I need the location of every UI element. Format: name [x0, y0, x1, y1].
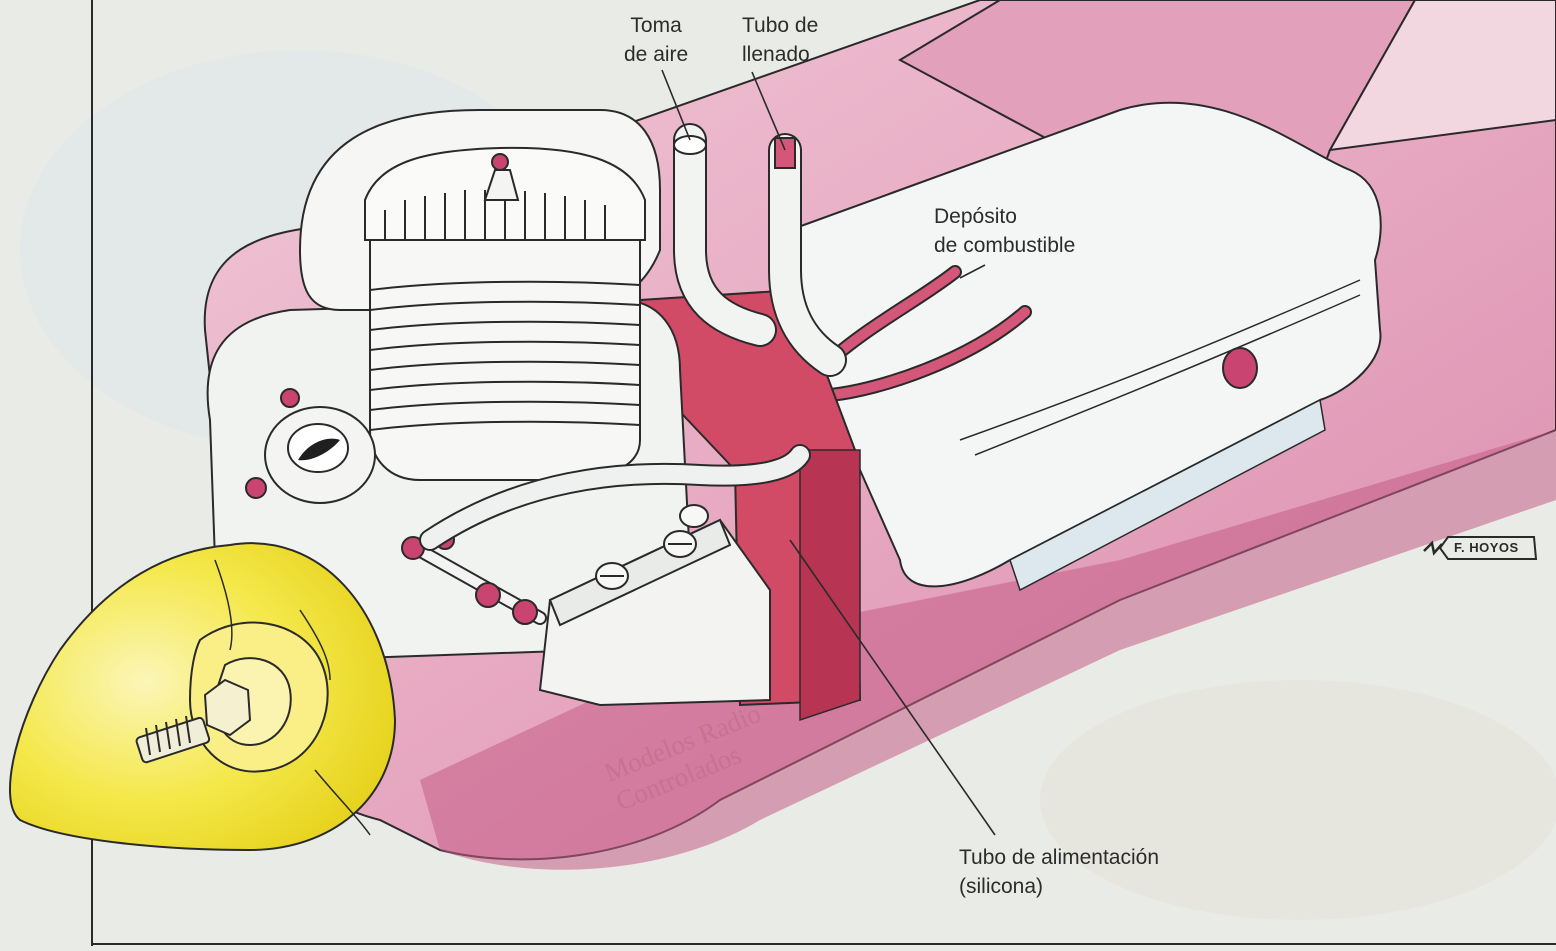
- label-fill-tube-line2: llenado: [742, 40, 818, 69]
- signature-text: F. HOYOS: [1454, 540, 1519, 555]
- carb-screw-top: [281, 389, 299, 407]
- label-feed-tube-line1: Tubo de alimentación: [959, 843, 1159, 872]
- needle-valve-nut-3: [476, 583, 500, 607]
- label-fuel-tank-line1: Depósito: [934, 202, 1075, 231]
- mount-bolt-3: [680, 505, 708, 527]
- tank-clip: [1223, 348, 1257, 388]
- label-feed-tube: Tubo de alimentación (silicona): [959, 843, 1159, 901]
- engine-cylinder: [370, 230, 640, 480]
- label-fill-tube: Tubo de llenado: [742, 11, 818, 69]
- label-fuel-tank-line2: de combustible: [934, 231, 1075, 260]
- needle-valve-nut-4: [513, 600, 537, 624]
- label-fuel-tank: Depósito de combustible: [934, 202, 1075, 260]
- glow-plug-tip: [492, 154, 508, 170]
- fill-tube-cap: [775, 138, 795, 168]
- label-fill-tube-line1: Tubo de: [742, 11, 818, 40]
- label-air-intake-line2: de aire: [624, 40, 688, 69]
- engine-mount-post: [800, 450, 860, 720]
- label-feed-tube-line2: (silicona): [959, 872, 1159, 901]
- carb-screw-left: [246, 478, 266, 498]
- label-air-intake: Toma de aire: [624, 11, 688, 69]
- label-air-intake-line1: Toma: [624, 11, 688, 40]
- artist-signature: F. HOYOS: [1420, 535, 1538, 561]
